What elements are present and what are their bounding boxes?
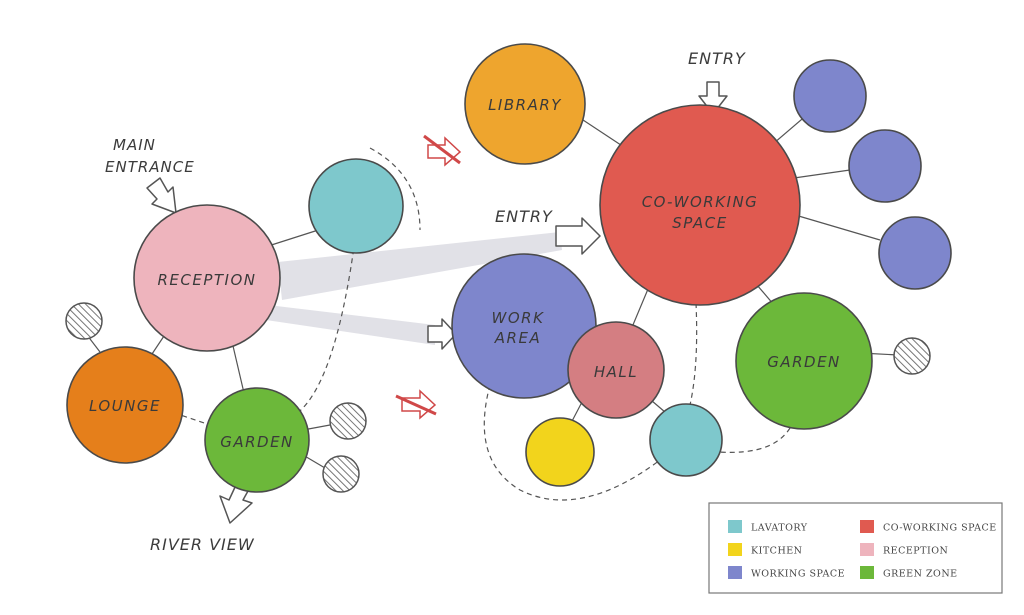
arrow-workarea-icon xyxy=(427,318,457,350)
band-reception-coworking xyxy=(278,232,562,300)
arrow-entry-top-icon xyxy=(698,81,728,115)
legend-swatch xyxy=(860,543,874,556)
label-reception: RECEPTION xyxy=(157,271,256,289)
space-circles xyxy=(66,43,952,493)
no-access-icon xyxy=(423,134,462,167)
path-garden-lavatory xyxy=(289,231,357,419)
label-entry-top: ENTRY xyxy=(688,49,746,68)
hatched-circle xyxy=(322,455,360,493)
label-main-entrance-1: MAIN xyxy=(113,136,156,154)
legend: LAVATORY CO-WORKING SPACE KITCHEN RECEPTION… xyxy=(708,502,1003,594)
no-access-marks xyxy=(395,134,462,420)
hatched-circle xyxy=(65,302,103,340)
label-work-area-1: WORK xyxy=(492,309,545,327)
legend-label: WORKING SPACE xyxy=(751,569,845,580)
legend-swatch xyxy=(860,566,874,579)
legend-label: LAVATORY xyxy=(751,523,808,534)
legend-label: KITCHEN xyxy=(751,546,803,557)
arrow-main-entrance-icon xyxy=(146,177,177,214)
reception-circle xyxy=(133,204,281,352)
node-labels: RECEPTION LOUNGE GARDEN LIBRARY CO-WORKI… xyxy=(89,96,841,451)
annotations: MAIN ENTRANCE ENTRY ENTRY RIVER VIEW xyxy=(105,49,746,554)
legend-swatch xyxy=(728,543,742,556)
label-coworking-1: CO-WORKING xyxy=(642,193,759,211)
label-hall: HALL xyxy=(594,363,638,381)
legend-swatch xyxy=(728,566,742,579)
label-library: LIBRARY xyxy=(488,96,562,114)
hatched-circles xyxy=(65,302,931,493)
legend-label: RECEPTION xyxy=(883,546,948,557)
label-river-view: RIVER VIEW xyxy=(150,535,255,554)
connector-bands xyxy=(266,232,562,345)
entry-arrows xyxy=(146,81,728,524)
lavatory-circle-1 xyxy=(793,59,867,133)
lavatory-circle-3 xyxy=(878,216,952,290)
arrow-entry-mid-icon xyxy=(555,217,601,255)
hatched-circle xyxy=(329,402,367,440)
kitchen-circle xyxy=(525,417,595,487)
label-work-area-2: AREA xyxy=(494,329,541,347)
legend-label: GREEN ZONE xyxy=(883,569,958,580)
path-work-loop xyxy=(483,384,661,501)
lavatory-circle-2 xyxy=(848,129,922,203)
hatched-circle xyxy=(893,337,931,375)
path-coworking-lavatory xyxy=(689,284,698,406)
coworking-circle xyxy=(599,104,801,306)
lavatory-circle-hall xyxy=(649,403,723,477)
garden-right-circle xyxy=(735,292,873,430)
no-access-icon xyxy=(395,389,437,420)
link-coworking-lav-3 xyxy=(784,211,881,241)
legend-swatch xyxy=(860,520,874,533)
label-garden-right: GARDEN xyxy=(767,353,841,371)
garden-left-circle xyxy=(204,387,310,493)
label-garden-left: GARDEN xyxy=(220,433,294,451)
label-main-entrance-2: ENTRANCE xyxy=(105,158,195,176)
lavatory-circle-reception xyxy=(308,158,404,254)
label-coworking-2: SPACE xyxy=(672,214,728,232)
legend-label: CO-WORKING SPACE xyxy=(883,523,997,534)
lounge-circle xyxy=(66,346,184,464)
band-reception-workarea xyxy=(266,305,435,345)
arrow-river-view-icon xyxy=(219,484,253,524)
label-lounge: LOUNGE xyxy=(89,397,161,415)
hall-circle xyxy=(567,321,665,419)
label-entry-mid: ENTRY xyxy=(495,207,553,226)
library-circle xyxy=(464,43,586,165)
legend-swatch xyxy=(728,520,742,533)
legend-box xyxy=(708,502,1003,594)
path-lavatory-arc xyxy=(369,147,421,231)
